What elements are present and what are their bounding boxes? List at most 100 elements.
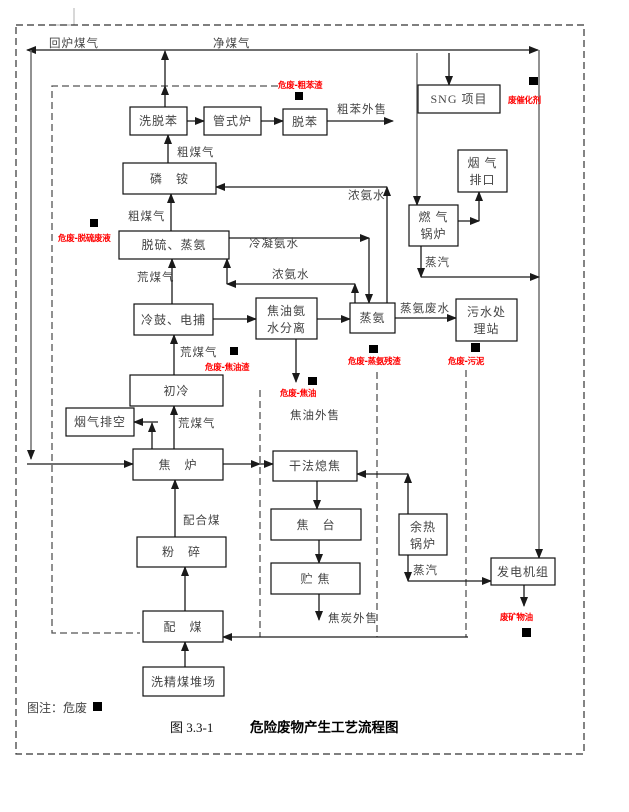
box (255, 297, 318, 340)
hazard-marker-square (308, 377, 317, 385)
unit-label: 配 煤 (163, 620, 202, 634)
unit-label: 脱硫、蒸氨 (141, 237, 206, 252)
flow-label-blended-coal: 配合煤 (183, 513, 221, 527)
hazard-waste-mineral-oil: 废矿物油 (500, 612, 533, 637)
unit-label: 焦 炉 (158, 458, 197, 472)
hazard-label: 废矿物油 (500, 612, 533, 623)
flow-label-raw-gas-mid: 荒煤气 (180, 345, 218, 359)
flow-label-ammonia-waste-water: 蒸氨废水 (400, 301, 450, 315)
hazard-label: 危废-粗苯渣 (277, 80, 323, 91)
flow-label-steam-bottom: 蒸汽 (413, 563, 438, 577)
legend-label: 图注：危废 (27, 700, 87, 715)
flow-label-crude-benzene-sale: 粗苯外售 (337, 102, 387, 116)
box (457, 149, 508, 193)
unit-generator-set: 发电机组 (490, 557, 556, 586)
unit-label: SNG 项目 (430, 92, 487, 106)
box (455, 298, 518, 342)
figure-number: 图 3.3-1 (170, 720, 213, 735)
unit-label: 蒸氨 (359, 311, 385, 325)
box (129, 374, 224, 407)
box (142, 610, 224, 643)
unit-coke-oven: 焦 炉 (132, 448, 224, 481)
legend: 图注：危废 (27, 700, 102, 715)
flow-label-raw-gas-lower: 荒煤气 (178, 416, 216, 430)
unit-crushing: 粉 碎 (136, 536, 227, 568)
flow-label-clean-gas: 净煤气 (213, 36, 251, 50)
unit-label: 贮 焦 (300, 571, 330, 586)
hazard-tar: 危废-焦油 (279, 377, 317, 399)
unit-primary-cooler: 初冷 (129, 374, 224, 407)
flow-label-conc-ammonia-bottom: 浓氨水 (272, 268, 310, 281)
flow-label-return-gas: 回炉煤气 (49, 36, 99, 50)
unit-label: 初冷 (163, 384, 189, 398)
box (272, 450, 358, 482)
unit-wastewater-station: 污水处 理站 (455, 298, 518, 342)
box (132, 448, 224, 481)
unit-label: 水分离 (267, 320, 306, 335)
flow-label-raw-gas-upper: 荒煤气 (137, 270, 175, 284)
hazard-label: 危废-焦油 (279, 388, 316, 399)
unit-coke-wharf: 焦 台 (270, 508, 362, 541)
unit-clean-coal-yard: 洗精煤堆场 (142, 666, 225, 697)
unit-label: 管式炉 (213, 113, 252, 128)
box (118, 230, 230, 260)
unit-label: 磷 铵 (150, 171, 189, 186)
hazard-label: 危废-蒸氨残渣 (347, 356, 401, 367)
unit-coke-storage: 贮 焦 (270, 562, 361, 595)
hazard-desulfurization-waste-liquid: 危废-脱硫废液 (57, 219, 112, 244)
unit-dry-quenching: 干法熄焦 (272, 450, 358, 482)
unit-blower-ep: 冷鼓、电捕 (133, 303, 214, 336)
box (122, 162, 217, 195)
unit-ammonia-still: 蒸氨 (349, 302, 396, 334)
hazard-marker-square (90, 219, 98, 227)
unit-label: 焦 台 (296, 517, 335, 532)
box (203, 106, 262, 136)
box (408, 204, 459, 247)
legend-marker-square (93, 702, 102, 711)
unit-label: 烟 气 (467, 155, 497, 170)
box (136, 536, 227, 568)
flow-label-crude-gas-top: 粗煤气 (177, 145, 215, 159)
arrowhead-mid (161, 85, 169, 95)
unit-tube-furnace: 管式炉 (203, 106, 262, 136)
unit-label: 粉 碎 (162, 544, 201, 559)
unit-desulfurization: 脱硫、蒸氨 (118, 230, 230, 260)
unit-gas-boiler: 燃 气 锅炉 (408, 204, 459, 247)
box (142, 666, 225, 697)
hazard-marker-square (529, 77, 538, 85)
unit-label: 冷鼓、电捕 (141, 312, 206, 327)
hazard-label: 危废-焦油渣 (204, 362, 250, 373)
unit-flue-gas-outlet: 烟 气 排口 (457, 149, 508, 193)
flow-label-condensed-ammonia: 冷凝氨水 (249, 236, 299, 250)
unit-label: 燃 气 (418, 209, 448, 224)
box (490, 557, 556, 586)
box (133, 303, 214, 336)
unit-label: 焦油氨 (267, 304, 306, 318)
box (417, 84, 501, 114)
box (398, 513, 448, 556)
arrowhead-mid (251, 460, 261, 468)
hazard-ammonia-still-residue: 危废-蒸氨残渣 (347, 345, 402, 367)
unit-label: 发电机组 (497, 564, 549, 579)
box (349, 302, 396, 334)
hazard-label: 废催化剂 (508, 95, 541, 106)
unit-label: 污水处 (467, 305, 506, 319)
unit-flue-gas-stack: 烟气排空 (65, 407, 135, 437)
hazard-marker-square (471, 343, 480, 352)
unit-label: 干法熄焦 (289, 459, 341, 473)
flow-label-crude-gas-mid: 粗煤气 (128, 209, 166, 223)
hazard-spent-catalyst: 废催化剂 (508, 77, 541, 106)
hazard-marker-square (369, 345, 378, 353)
unit-tar-ammonia-separation: 焦油氨 水分离 (255, 297, 318, 340)
flow-label-coke-sale: 焦炭外售 (328, 611, 378, 625)
hazard-label: 危废-污泥 (447, 356, 485, 367)
unit-label: 脱苯 (292, 114, 318, 129)
unit-label: 排口 (469, 173, 495, 187)
unit-ammonium-phosphate: 磷 铵 (122, 162, 217, 195)
unit-label: 锅炉 (410, 536, 436, 551)
unit-label: 洗脱苯 (139, 113, 178, 128)
unit-waste-heat-boiler: 余热 锅炉 (398, 513, 448, 556)
box (270, 508, 362, 541)
hazard-marker-square (295, 92, 303, 100)
